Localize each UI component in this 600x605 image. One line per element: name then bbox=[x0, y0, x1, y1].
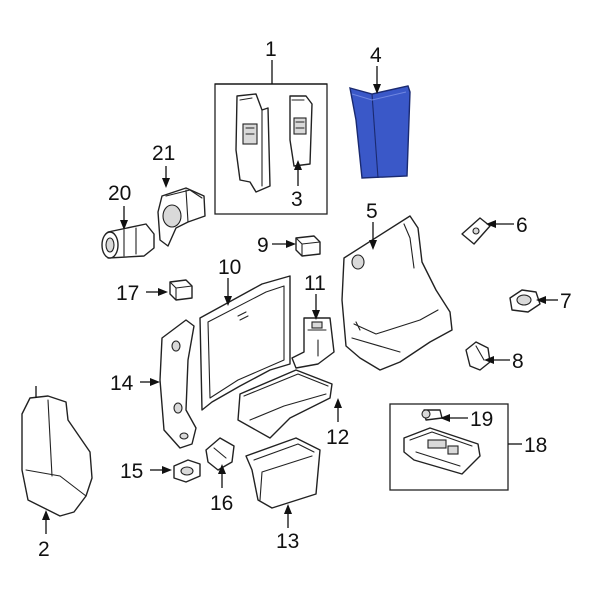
part-5-quarter-trim[interactable] bbox=[341, 215, 453, 371]
callout-10: 10 bbox=[218, 256, 241, 279]
part-4-highlighted-trim[interactable] bbox=[349, 85, 411, 179]
callout-16: 16 bbox=[210, 492, 233, 515]
callout-15: 15 bbox=[120, 460, 143, 483]
part-18-group-box bbox=[389, 403, 509, 491]
callout-1: 1 bbox=[265, 38, 277, 61]
part-20-lighter[interactable] bbox=[101, 223, 155, 259]
callout-18: 18 bbox=[524, 434, 547, 457]
callout-2: 2 bbox=[38, 538, 50, 561]
part-9-clip[interactable] bbox=[295, 235, 321, 257]
callout-7: 7 bbox=[560, 290, 572, 313]
callout-14: 14 bbox=[110, 372, 134, 395]
part-11-bracket[interactable] bbox=[291, 317, 335, 369]
callout-19: 19 bbox=[470, 408, 493, 431]
part-1-pillar-trim[interactable] bbox=[235, 93, 271, 193]
callout-6: 6 bbox=[516, 214, 528, 237]
callout-21: 21 bbox=[152, 142, 175, 165]
part-15-cap[interactable] bbox=[173, 459, 201, 483]
callout-17: 17 bbox=[116, 282, 139, 305]
callout-4: 4 bbox=[370, 44, 382, 67]
part-10-trim-panel[interactable] bbox=[199, 275, 291, 411]
part-16-latch[interactable] bbox=[205, 437, 235, 471]
part-6-bracket[interactable] bbox=[461, 217, 491, 245]
part-12-tray[interactable] bbox=[237, 369, 333, 439]
part-8-hook[interactable] bbox=[465, 341, 491, 371]
part-7-cap[interactable] bbox=[509, 289, 541, 313]
callout-5: 5 bbox=[366, 200, 378, 223]
callout-labels: 1 2 3 4 5 6 7 8 9 10 11 12 13 14 15 16 1… bbox=[38, 38, 572, 561]
part-2-lower-trim[interactable] bbox=[21, 395, 93, 517]
part-14-pillar-strip[interactable] bbox=[159, 319, 197, 449]
part-18-lamp-assembly[interactable] bbox=[403, 427, 481, 475]
part-3-pillar-trim[interactable] bbox=[289, 95, 313, 167]
part-17-clip[interactable] bbox=[169, 279, 193, 301]
callout-3: 3 bbox=[291, 188, 303, 211]
leader-lines bbox=[35, 60, 558, 534]
part-19-bulb[interactable] bbox=[421, 409, 443, 421]
callout-20: 20 bbox=[108, 182, 131, 205]
callout-12: 12 bbox=[326, 426, 349, 449]
callout-8: 8 bbox=[512, 350, 524, 373]
callout-13: 13 bbox=[276, 530, 299, 553]
part-21-socket-housing[interactable] bbox=[157, 187, 206, 247]
part-13-bin[interactable] bbox=[245, 437, 321, 509]
callout-9: 9 bbox=[257, 234, 269, 257]
callout-11: 11 bbox=[304, 272, 326, 295]
